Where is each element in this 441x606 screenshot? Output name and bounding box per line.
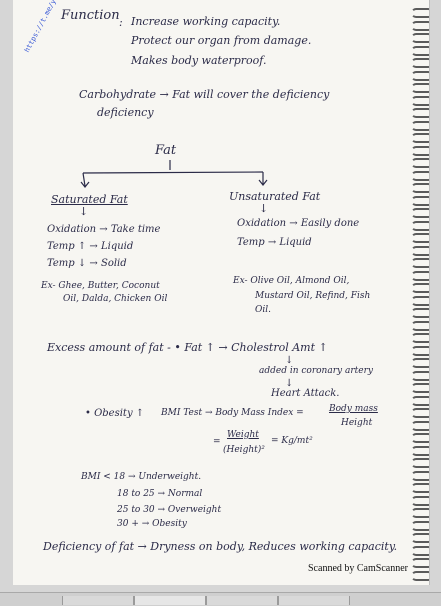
- spiral-ring: [411, 395, 429, 406]
- unsaturated-fat-title: Unsaturated Fat: [229, 190, 321, 203]
- saturated-line: Temp ↓ → Solid: [47, 258, 127, 269]
- excess-arrow: ↓: [285, 378, 294, 389]
- spiral-ring: [411, 145, 429, 156]
- spiral-ring: [411, 420, 429, 431]
- formula-numerator: Weight: [227, 430, 259, 440]
- deficiency-line: Deficiency of fat → Dryness on body, Red…: [43, 540, 398, 553]
- spiral-ring: [411, 233, 429, 243]
- spiral-ring: [411, 8, 429, 18]
- toolbar-slot[interactable]: [206, 596, 278, 605]
- spiral-ring: [411, 70, 429, 81]
- unsaturated-arrow: ↓: [259, 202, 269, 215]
- excess-arrow: ↓: [285, 355, 294, 366]
- scanner-credit: Scanned by CamScanner: [308, 563, 408, 574]
- formula-unit: = Kg/mt²: [271, 436, 313, 446]
- excess-line: added in coronary artery: [259, 366, 373, 376]
- spiral-ring: [411, 358, 429, 368]
- formula-denominator: (Height)²: [223, 445, 265, 455]
- carb-note-line1: Carbohydrate → Fat will cover the defici…: [79, 88, 330, 101]
- excess-line: Heart Attack.: [271, 388, 340, 399]
- formula-equals: =: [213, 437, 221, 447]
- toolbar-slot[interactable]: [278, 596, 350, 605]
- spiral-ring: [411, 108, 429, 118]
- bmi-ratio-numerator: Body mass: [329, 404, 378, 414]
- spiral-ring: [411, 508, 429, 518]
- obesity-label: • Obesity ↑: [85, 408, 145, 419]
- carb-note-line2: deficiency: [97, 106, 154, 119]
- saturated-line: Temp ↑ → Liquid: [47, 241, 134, 252]
- toolbar-slot-active[interactable]: [134, 596, 206, 605]
- spiral-ring: [411, 483, 429, 493]
- toolbar-slot[interactable]: [62, 596, 134, 605]
- bmi-range: 18 to 25 → Normal: [117, 489, 203, 499]
- spiral-ring: [411, 558, 429, 568]
- spiral-ring: [411, 208, 429, 218]
- saturated-fat-title: Saturated Fat: [51, 193, 128, 206]
- spiral-ring: [411, 408, 429, 418]
- spiral-ring: [411, 320, 429, 331]
- scanned-page: https://t.me/yourmedico Function : Incre…: [13, 0, 430, 585]
- bmi-test-line: BMI Test → Body Mass Index =: [161, 408, 304, 418]
- saturated-line: Oxidation → Take time: [47, 224, 161, 235]
- spiral-ring: [411, 333, 429, 343]
- function-item: Makes body waterproof.: [131, 54, 267, 67]
- spiral-ring: [411, 270, 429, 281]
- unsaturated-line: Oxidation → Easily done: [237, 218, 360, 229]
- spiral-ring: [411, 445, 429, 456]
- unsaturated-example: Oil.: [255, 305, 271, 315]
- spiral-ring: [411, 83, 429, 93]
- function-label: Function: [61, 8, 120, 23]
- spiral-ring: [411, 58, 429, 68]
- unsaturated-example: Ex- Olive Oil, Almond Oil,: [233, 276, 350, 286]
- spiral-ring: [411, 345, 429, 356]
- spiral-ring: [411, 295, 429, 306]
- spiral-ring: [411, 133, 429, 143]
- spiral-ring: [411, 245, 429, 256]
- spiral-ring: [411, 545, 429, 556]
- tree-connector: [80, 160, 268, 188]
- spiral-ring: [411, 458, 429, 468]
- saturated-arrow: ↓: [79, 205, 89, 218]
- unsaturated-line: Temp → Liquid: [237, 237, 312, 248]
- spiral-ring: [411, 20, 429, 31]
- function-colon: :: [119, 16, 123, 29]
- fat-root: Fat: [155, 143, 177, 158]
- excess-line: Excess amount of fat - • Fat ↑ → Cholest…: [47, 341, 328, 354]
- spiral-ring: [411, 258, 429, 268]
- spiral-ring: [411, 33, 429, 43]
- spiral-ring: [411, 158, 429, 168]
- spiral-ring: [411, 433, 429, 443]
- spiral-ring: [411, 45, 429, 56]
- spiral-ring: [411, 170, 429, 181]
- spiral-ring: [411, 308, 429, 318]
- function-item: Increase working capacity.: [131, 15, 281, 28]
- spiral-ring: [411, 495, 429, 506]
- spiral-ring: [411, 533, 429, 543]
- unsaturated-example: Mustard Oil, Refind, Fish: [255, 291, 371, 301]
- spiral-ring: [411, 520, 429, 531]
- saturated-example: Oil, Dalda, Chicken Oil: [63, 294, 168, 304]
- bmi-ratio-denominator: Height: [341, 418, 373, 428]
- spiral-ring: [411, 95, 429, 106]
- spiral-ring: [411, 183, 429, 193]
- saturated-example: Ex- Ghee, Butter, Coconut: [41, 281, 160, 291]
- spiral-ring: [411, 370, 429, 381]
- spiral-ring: [411, 120, 429, 131]
- spiral-ring: [411, 283, 429, 293]
- spiral-ring: [411, 383, 429, 393]
- bottom-toolbar: [0, 592, 441, 606]
- bmi-range: BMI < 18 → Underweight.: [81, 472, 202, 482]
- spiral-ring: [411, 195, 429, 206]
- function-item: Protect our organ from damage.: [131, 34, 312, 47]
- spiral-ring: [411, 220, 429, 231]
- spiral-ring: [411, 470, 429, 481]
- bmi-range: 30 + → Obesity: [117, 519, 187, 529]
- bmi-range: 25 to 30 → Overweight: [117, 505, 222, 515]
- spiral-ring: [411, 570, 429, 581]
- spiral-binding: [409, 0, 429, 585]
